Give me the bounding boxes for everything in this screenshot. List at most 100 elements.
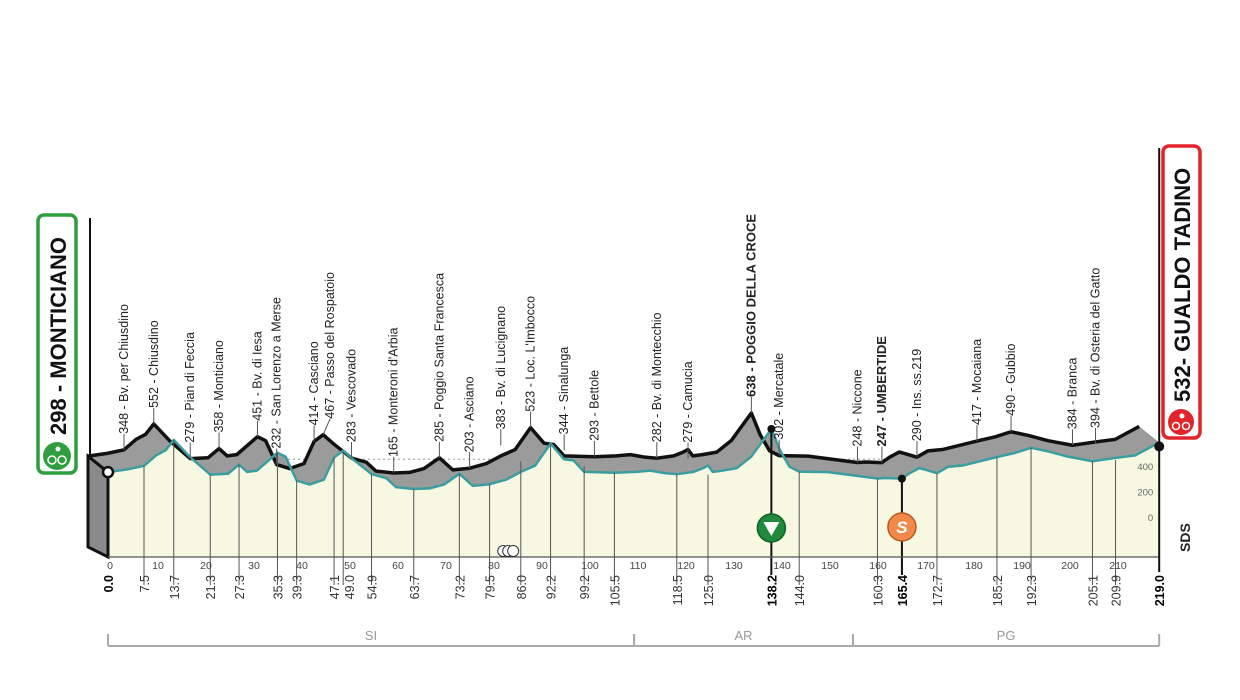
y-tick-label: 200 xyxy=(1137,488,1153,499)
waypoint-km-label: 209.9 xyxy=(1110,575,1124,606)
cyclist-wheel-icon xyxy=(1171,421,1181,431)
region-label: AR xyxy=(734,628,752,643)
waypoint-km-label: 160.3 xyxy=(871,575,885,606)
cyclist-wheel-icon xyxy=(47,455,57,465)
waypoint-label: 467 - Passo del Rospatoio xyxy=(323,272,337,419)
region-label: SI xyxy=(365,628,377,643)
waypoint-km-label: 47.1 xyxy=(328,575,342,599)
waypoint-label: 348 - Bv. per Chiusdino xyxy=(117,304,131,434)
waypoint-km-label: 13.7 xyxy=(168,575,182,599)
waypoint-label: 290 - Ins. ss.219 xyxy=(910,349,924,441)
y-tick-label: 400 xyxy=(1137,462,1153,473)
waypoint-km-label: 125.0 xyxy=(702,575,716,606)
cyclist-wheel-icon xyxy=(1181,421,1191,431)
gpm-dot xyxy=(767,424,776,433)
x-tick-label: 40 xyxy=(296,560,308,572)
markers: S xyxy=(497,424,917,557)
label-leader xyxy=(322,418,331,435)
waypoint-km-label: 172.7 xyxy=(931,575,945,606)
y-tick-label: 0 xyxy=(1148,513,1153,524)
waypoint-km-label: 118.5 xyxy=(671,575,685,605)
waypoint-label: 384 - Branca xyxy=(1065,358,1079,430)
waypoint-km-label: 35.3 xyxy=(271,575,285,599)
waypoint-km-label: 63.7 xyxy=(408,575,422,599)
waypoint-label: 358 - Monticiano xyxy=(212,340,226,432)
profile-top-line xyxy=(87,411,1141,475)
waypoint-km-label: 54.9 xyxy=(366,575,380,599)
waypoint-label: 414 - Casciano xyxy=(307,341,321,425)
waypoint-label: 383 - Bv. di Lucignano xyxy=(494,306,508,430)
y-tick-labels: 0 200 400 xyxy=(1137,462,1153,524)
x-tick-label: 50 xyxy=(344,560,356,572)
waypoint-label: 638 - POGGIO DELLA CROCE xyxy=(743,214,758,397)
waypoint-label: 248 - Niccone xyxy=(850,369,864,446)
x-tick-label: 180 xyxy=(965,560,983,572)
cyclist-wheel-icon xyxy=(57,455,67,465)
x-tick-label: 60 xyxy=(392,560,404,572)
waypoint-label: 279 - Pian di Feccia xyxy=(183,332,197,443)
cyclist-head-icon xyxy=(1179,413,1185,419)
x-tick-label: 0 xyxy=(107,560,113,572)
waypoint-km-label: 79.5 xyxy=(484,575,498,599)
waypoint-km-label: 86.0 xyxy=(515,575,529,599)
finish-box xyxy=(1161,144,1202,440)
x-tick-label: 210 xyxy=(1109,560,1127,572)
x-tick-label: 80 xyxy=(488,560,500,572)
x-tick-label: 30 xyxy=(248,560,260,572)
finish-km-label: 219.0 xyxy=(1153,575,1167,606)
waypoint-label: 279 - Camucia xyxy=(681,361,695,442)
finish-name: 532- GUALDO TADINO xyxy=(1170,168,1195,402)
waypoint-km-label: 185.2 xyxy=(991,575,1005,606)
x-tick-label: 150 xyxy=(821,560,839,572)
waypoint-km-label: 49.0 xyxy=(343,575,357,599)
start-box xyxy=(36,213,78,475)
x-tick-label: 190 xyxy=(1013,560,1031,572)
sprint-dot xyxy=(897,474,906,483)
waypoint-label: 417 - Mocaiana xyxy=(970,339,984,425)
waypoint-label: 203 - Asciano xyxy=(463,376,477,452)
waypoint-km-label: 39.3 xyxy=(291,575,305,599)
waypoint-label: 344 - Sinalunga xyxy=(557,347,571,435)
waypoint-label: 523 - Loc. L'Imbocco xyxy=(524,296,538,412)
waypoint-km-label: 144.0 xyxy=(793,575,807,606)
feed-zone-icon xyxy=(507,545,520,557)
waypoint-label: 247 - UMBERTIDE xyxy=(874,336,889,447)
waypoint-label: 283 - Vescovado xyxy=(345,349,359,442)
waypoint-label: 165 - Monteroni d'Arbia xyxy=(387,327,401,457)
sprint-s-icon: S xyxy=(896,518,908,537)
waypoint-label: 490 - Gubbio xyxy=(1004,343,1018,415)
waypoint-km-label: 21.3 xyxy=(204,575,218,599)
waypoint-km-label: 105.5 xyxy=(608,575,622,606)
x-tick-label: 100 xyxy=(581,560,599,572)
finish-dot xyxy=(1154,441,1165,452)
x-tick-label: 130 xyxy=(725,560,743,572)
waypoint-label: 232 - San Lorenzo a Merse xyxy=(270,297,284,449)
waypoint-km-label: 138.2 xyxy=(765,575,779,606)
profile-relief xyxy=(88,412,1160,490)
x-tick-label: 90 xyxy=(536,560,548,572)
waypoint-lines xyxy=(123,396,1117,585)
start-km-label: 0.0 xyxy=(102,575,116,592)
waypoint-km-label: 7.5 xyxy=(138,575,152,592)
x-tick-label: 160 xyxy=(869,560,887,572)
waypoint-label: 451 - Bv. di Iesa xyxy=(250,331,264,420)
waypoint-km-label: 27.3 xyxy=(233,575,247,599)
x-tick-label: 70 xyxy=(440,560,452,572)
waypoint-label: 282 - Bv. di Montecchio xyxy=(650,312,664,442)
waypoint-label: 302 - Mercatale xyxy=(772,353,786,440)
cyclist-head-icon xyxy=(55,446,61,452)
cyclist-icon xyxy=(43,442,71,470)
waypoint-km-label: 99.2 xyxy=(578,575,592,599)
waypoint-label: 394 - Bv. di Osteria del Gatto xyxy=(1089,268,1103,428)
gpm-triangle-icon xyxy=(763,522,780,536)
x-tick-label: 110 xyxy=(630,560,647,572)
waypoint-km-label: 192.3 xyxy=(1025,575,1039,606)
waypoint-km-label: 73.2 xyxy=(453,575,467,599)
x-tick-label: 10 xyxy=(152,560,164,572)
waypoint-label: 293 - Bettole xyxy=(587,370,601,441)
waypoint-km-label: 92.2 xyxy=(545,575,559,599)
